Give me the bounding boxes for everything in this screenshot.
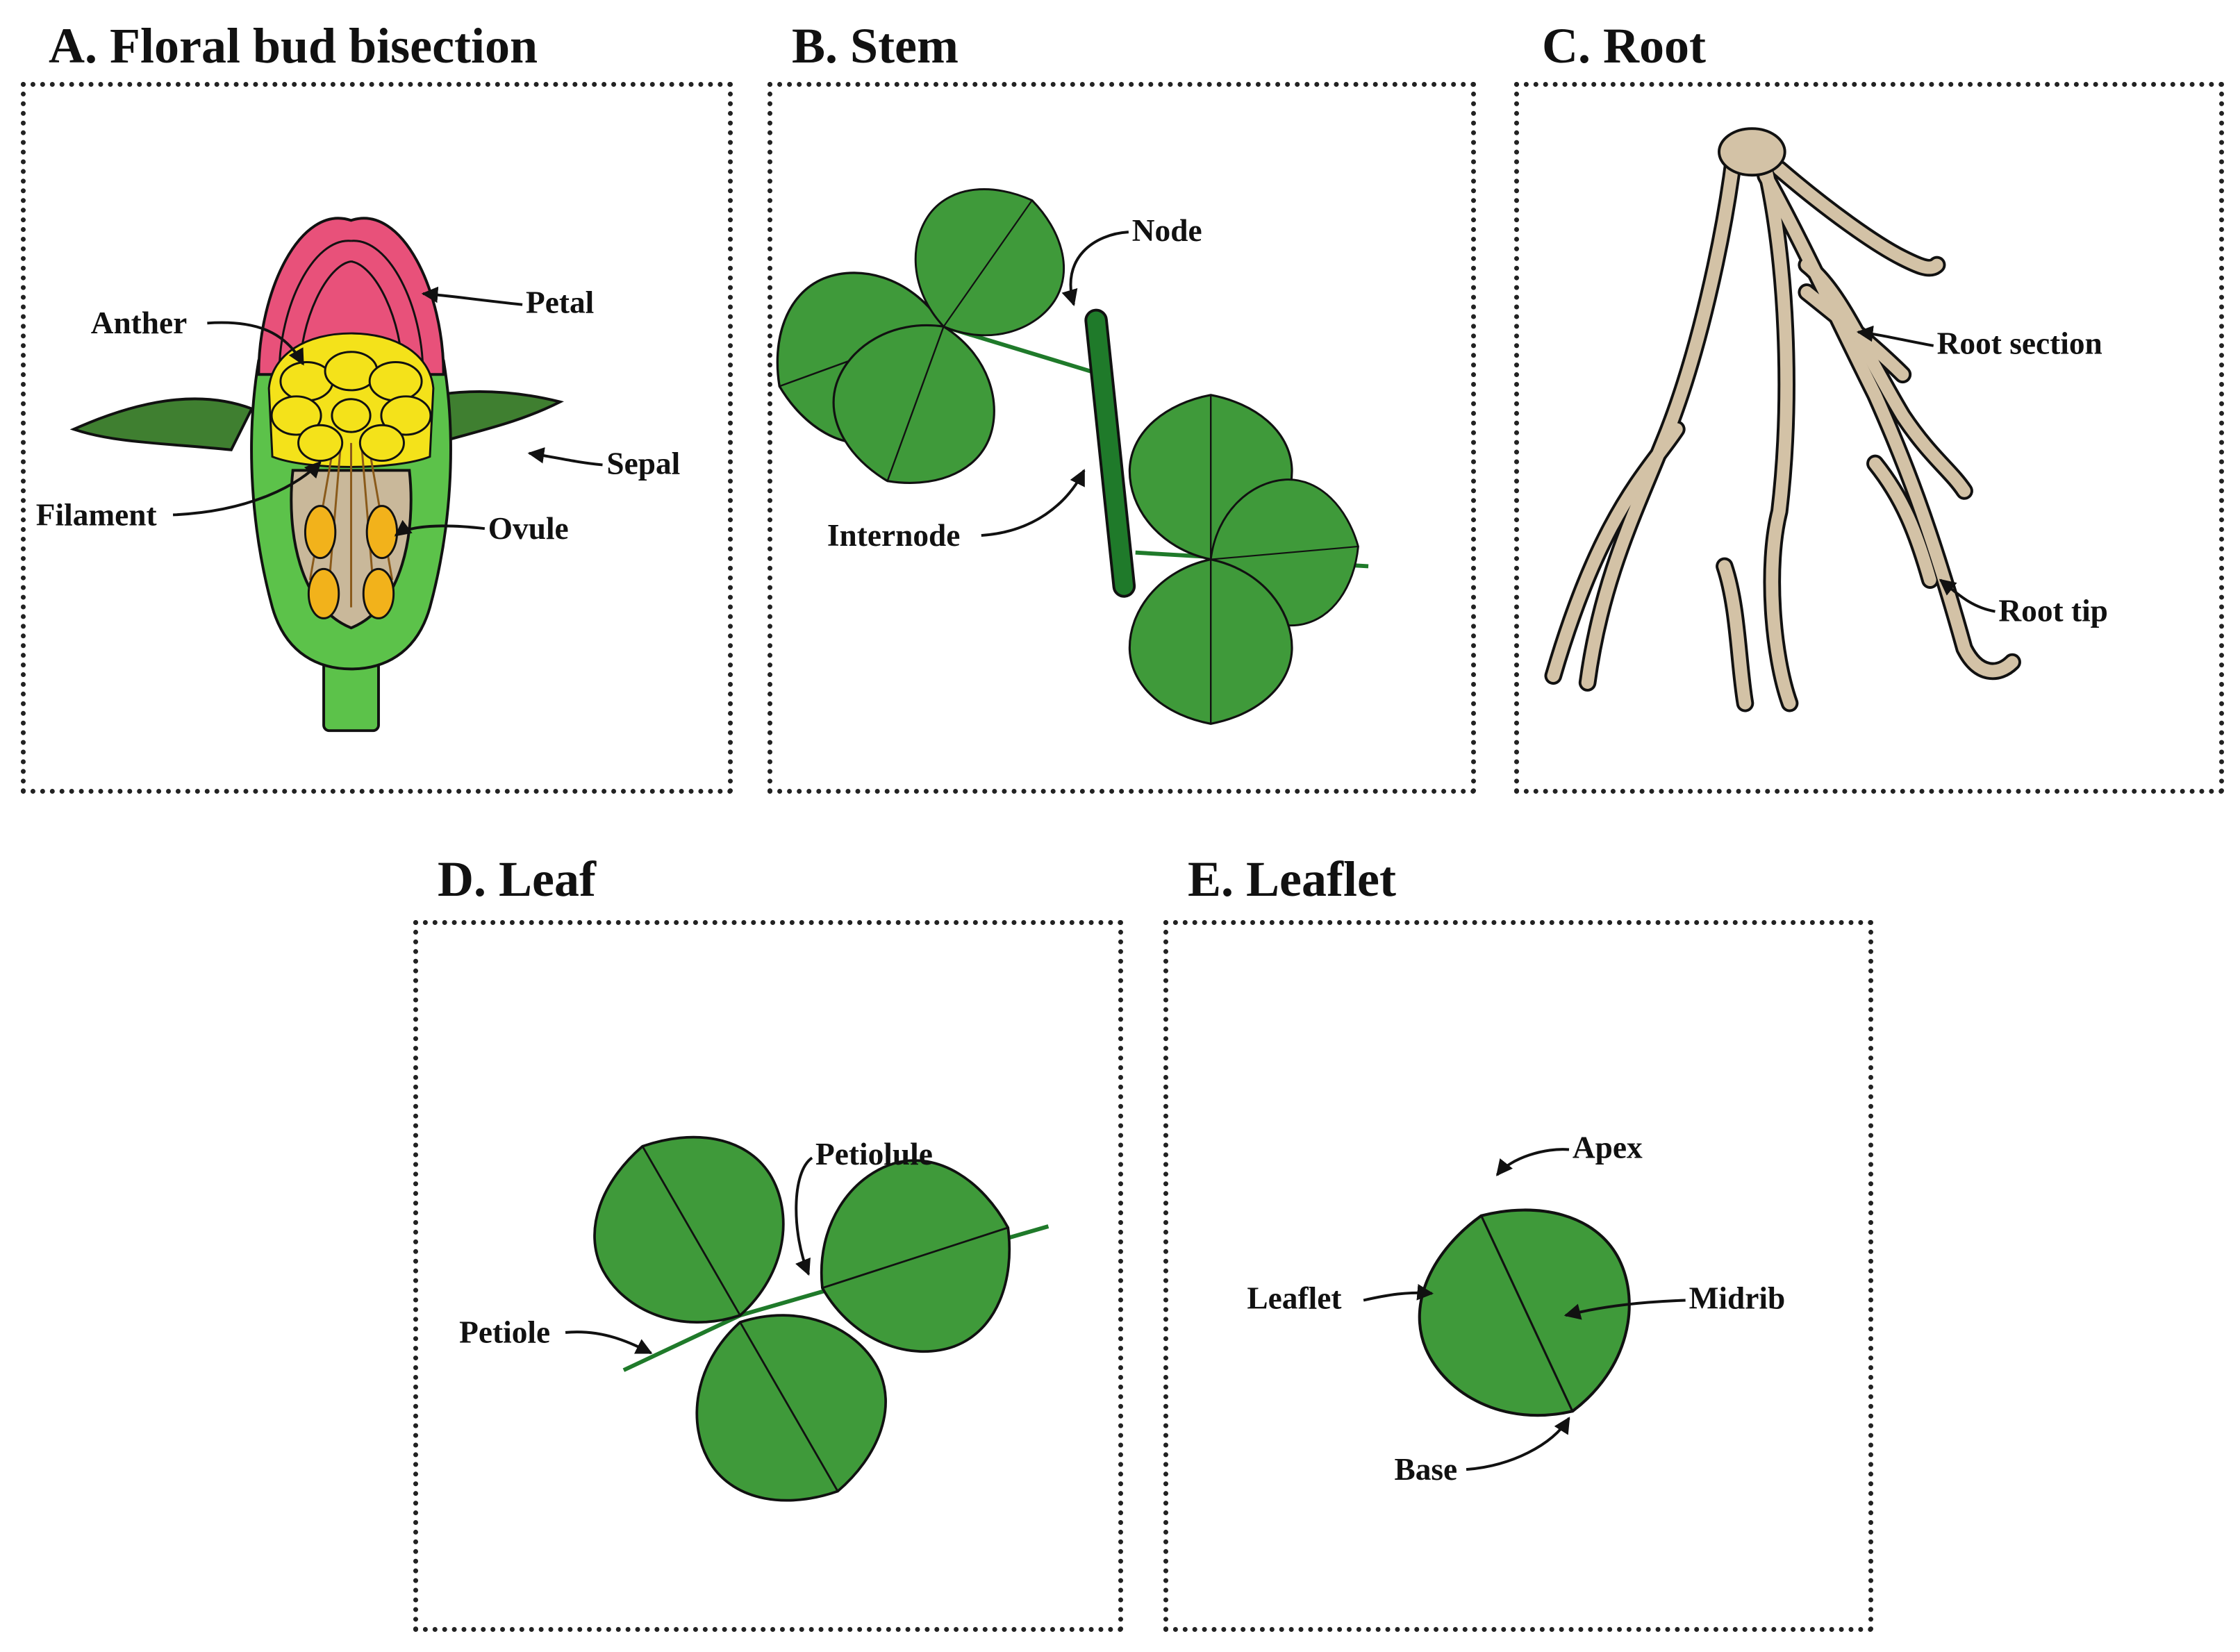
label-internode: Internode [827,518,961,553]
label-anther: Anther [91,306,188,340]
label-apex: Apex [1573,1130,1643,1165]
panel-e-leaflet: Apex Leaflet Midrib Base [1163,920,1873,1632]
panel-e-title: E. Leaflet [1188,851,1396,907]
panel-b-stem: Node Internode [768,82,1476,794]
panel-c-root: Root section Root tip [1514,82,2224,794]
label-petiolule: Petiolule [815,1137,933,1171]
label-leaflet: Leaflet [1247,1280,1341,1315]
label-root-tip: Root tip [1998,593,2108,628]
label-ovule: Ovule [488,511,569,546]
root-illustration: Root section Root tip [1544,127,2108,712]
panel-d-title: D. Leaf [438,851,596,907]
label-node: Node [1132,213,1202,248]
panel-b-title: B. Stem [792,18,959,74]
panel-c-title: C. Root [1542,18,1706,74]
label-petiole: Petiole [459,1315,550,1350]
panel-a-title: A. Floral bud bisection [49,18,538,74]
label-petal: Petal [526,285,594,319]
label-sepal: Sepal [606,446,680,481]
stem-illustration: Node Internode [772,156,1369,725]
panel-a-floral-bud: Petal Anther Sepal Filament Ovule [21,82,733,794]
panel-d-leaf: Petiolule Petiole [413,920,1123,1632]
label-base: Base [1394,1452,1457,1487]
label-filament: Filament [36,497,157,532]
leaflet-illustration: Apex Leaflet Midrib Base [1247,1130,1786,1487]
label-root-section: Root section [1937,326,2102,361]
label-midrib: Midrib [1689,1280,1786,1315]
floral-bud-illustration: Petal Anther Sepal Filament Ovule [36,217,680,733]
compound-leaf-illustration: Petiolule Petiole [459,1096,1050,1541]
